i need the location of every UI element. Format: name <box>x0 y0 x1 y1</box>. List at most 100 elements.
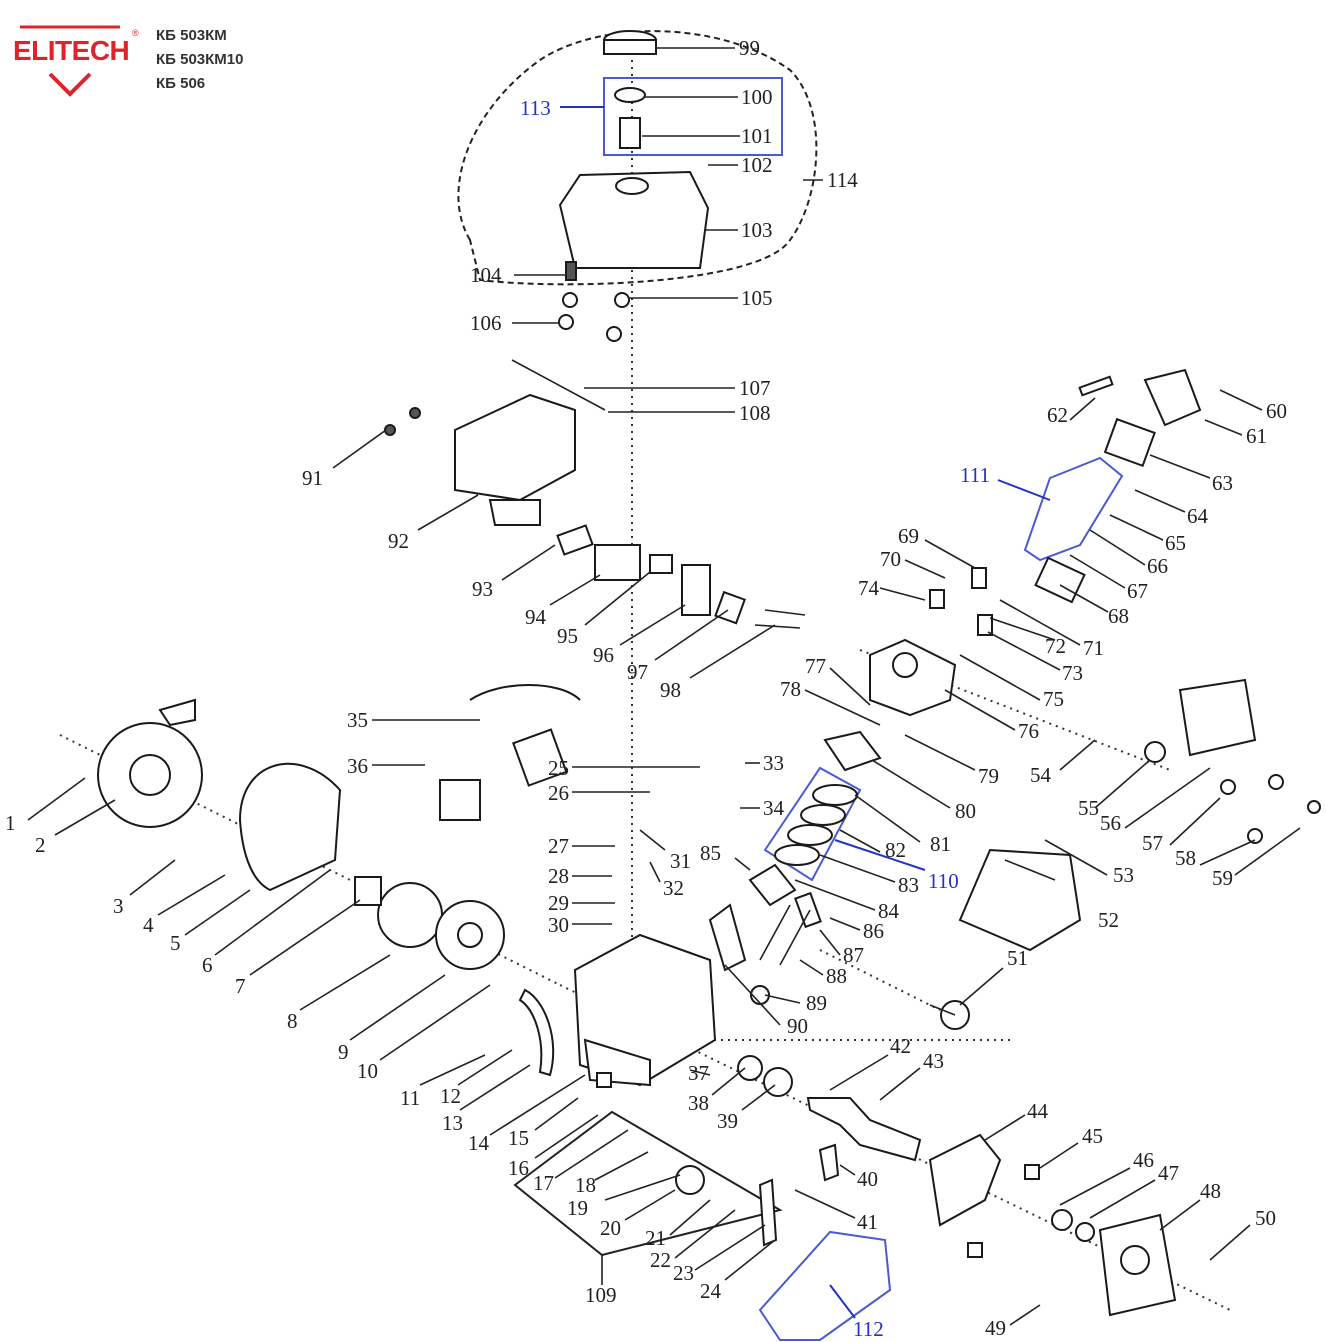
part-label: 55 <box>1078 796 1099 820</box>
part-label: 84 <box>878 899 900 923</box>
model-name: КБ 503КМ10 <box>156 51 244 68</box>
part-label: 22 <box>650 1248 671 1272</box>
part-label: 48 <box>1200 1179 1221 1203</box>
part-label: 11 <box>400 1086 420 1110</box>
part-label: 93 <box>472 577 493 601</box>
part-label: 20 <box>600 1216 621 1240</box>
part-label: 101 <box>741 124 773 148</box>
part-label: 34 <box>763 796 785 820</box>
part-label: 51 <box>1007 946 1028 970</box>
part-label: 37 <box>688 1061 709 1085</box>
part-label: 53 <box>1113 863 1134 887</box>
part-label: 63 <box>1212 471 1233 495</box>
group-label: 111 <box>960 463 990 487</box>
part-label: 58 <box>1175 846 1196 870</box>
rocker-group-box <box>1023 456 1124 562</box>
part-label: 29 <box>548 891 569 915</box>
part-label: 39 <box>717 1109 738 1133</box>
registered-mark: ® <box>132 28 139 38</box>
part-label: 109 <box>585 1283 617 1307</box>
part-label: 24 <box>700 1279 722 1303</box>
group-label: 113 <box>520 96 551 120</box>
part-label: 87 <box>843 943 864 967</box>
part-label: 107 <box>739 376 771 400</box>
part-label: 50 <box>1255 1206 1276 1230</box>
part-label: 26 <box>548 781 569 805</box>
fuel-tank-group-outline <box>457 30 818 286</box>
brand-logo: ELITECH ® КБ 503КМ КБ 503КМ10 КБ 506 <box>10 22 260 102</box>
part-label: 96 <box>593 643 614 667</box>
part-label: 19 <box>567 1196 588 1220</box>
part-label: 71 <box>1083 636 1104 660</box>
part-label: 25 <box>548 756 569 780</box>
part-label: 54 <box>1030 763 1052 787</box>
part-label: 49 <box>985 1316 1006 1340</box>
part-label: 46 <box>1133 1148 1154 1172</box>
part-label: 104 <box>470 263 502 287</box>
part-label: 102 <box>741 153 773 177</box>
part-label: 103 <box>741 218 773 242</box>
part-label: 43 <box>923 1049 944 1073</box>
part-label: 9 <box>338 1040 349 1064</box>
part-label: 61 <box>1246 424 1267 448</box>
part-label: 70 <box>880 547 901 571</box>
part-label: 3 <box>113 894 124 918</box>
governor-group-box <box>758 1230 892 1341</box>
part-label: 77 <box>805 654 826 678</box>
part-label: 1 <box>5 811 16 835</box>
part-label: 59 <box>1212 866 1233 890</box>
group-label: 110 <box>928 869 959 893</box>
part-label: 100 <box>741 85 773 109</box>
part-label: 106 <box>470 311 502 335</box>
part-label: 75 <box>1043 687 1064 711</box>
part-label: 35 <box>347 708 368 732</box>
part-label: 17 <box>533 1171 554 1195</box>
model-name: КБ 503КМ <box>156 27 227 44</box>
part-label: 91 <box>302 466 323 490</box>
part-label: 94 <box>525 605 547 629</box>
part-label: 64 <box>1187 504 1209 528</box>
part-label: 67 <box>1127 579 1148 603</box>
part-label: 40 <box>857 1167 878 1191</box>
part-label: 88 <box>826 964 847 988</box>
part-label: 8 <box>287 1009 298 1033</box>
leader-lines <box>27 47 1301 1326</box>
piston-ring-group-box <box>763 766 862 882</box>
crankcase-kit-outline <box>513 1110 783 1257</box>
part-label: 52 <box>1098 908 1119 932</box>
part-label: 15 <box>508 1126 529 1150</box>
logo-chevron-icon <box>20 25 120 97</box>
part-label: 65 <box>1165 531 1186 555</box>
part-label: 98 <box>660 678 681 702</box>
part-number-labels: 1 2 3 4 5 6 7 8 9 10 11 12 13 14 15 16 1… <box>5 36 1287 1341</box>
part-label: 18 <box>575 1173 596 1197</box>
part-label: 38 <box>688 1091 709 1115</box>
part-label: 2 <box>35 833 46 857</box>
part-label: 44 <box>1027 1099 1049 1123</box>
part-label: 80 <box>955 799 976 823</box>
part-label: 4 <box>143 913 154 937</box>
part-label: 16 <box>508 1156 529 1180</box>
part-label: 99 <box>739 36 760 60</box>
part-label: 23 <box>673 1261 694 1285</box>
part-label: 14 <box>468 1131 490 1155</box>
part-label: 90 <box>787 1014 808 1038</box>
group-label: 112 <box>853 1317 884 1341</box>
part-label: 42 <box>890 1034 911 1058</box>
part-shapes <box>97 30 1321 1317</box>
part-label: 5 <box>170 931 181 955</box>
part-label: 73 <box>1062 661 1083 685</box>
part-label: 45 <box>1082 1124 1103 1148</box>
part-label: 69 <box>898 524 919 548</box>
part-label: 13 <box>442 1111 463 1135</box>
part-label: 33 <box>763 751 784 775</box>
part-label: 72 <box>1045 634 1066 658</box>
part-label: 95 <box>557 624 578 648</box>
part-label: 105 <box>741 286 773 310</box>
part-label: 7 <box>235 974 246 998</box>
part-label: 56 <box>1100 811 1121 835</box>
part-label: 12 <box>440 1084 461 1108</box>
part-label: 78 <box>780 677 801 701</box>
part-label: 30 <box>548 913 569 937</box>
